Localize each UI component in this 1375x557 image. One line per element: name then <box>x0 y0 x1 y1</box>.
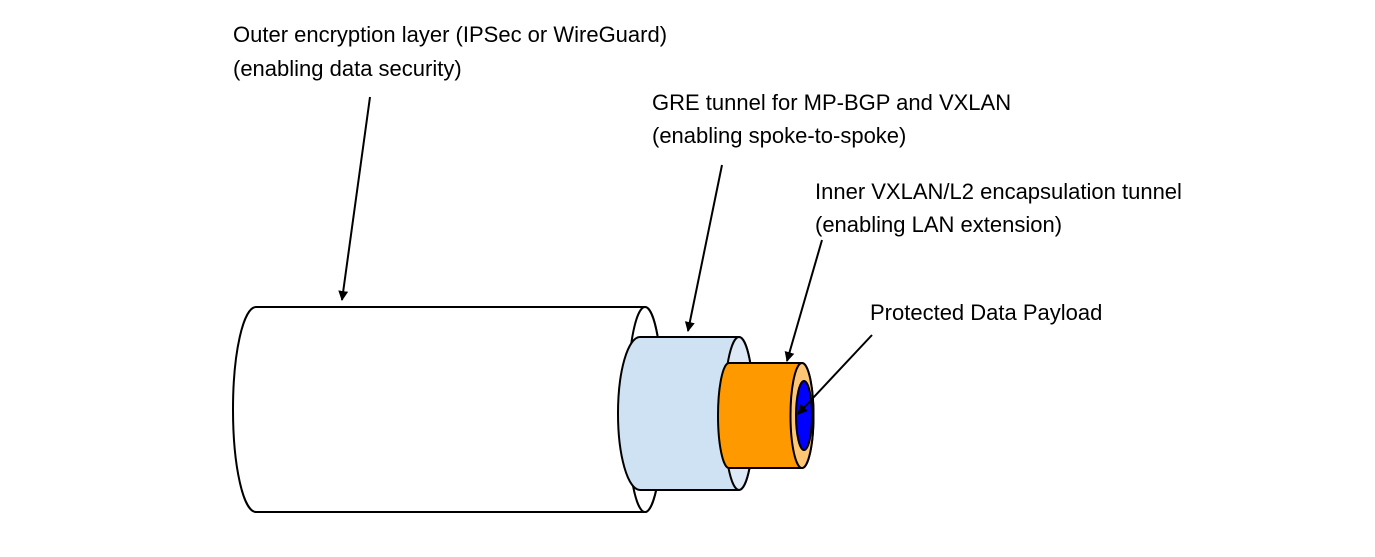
outer-encryption-cylinder <box>232 306 664 513</box>
payload-label: Protected Data Payload <box>870 300 1102 325</box>
payload-arrow <box>797 334 873 415</box>
inner-vxlan-cylinder <box>717 362 815 469</box>
inner-tunnel-label-line2: (enabling LAN extension) <box>815 212 1062 237</box>
outer-layer-label-line2: (enabling data security) <box>233 56 462 81</box>
gre-tunnel-label-line2: (enabling spoke-to-spoke) <box>652 123 906 148</box>
gre-tunnel-arrow <box>684 164 723 332</box>
gre-tunnel-label-line1: GRE tunnel for MP-BGP and VXLAN <box>652 90 1011 115</box>
inner-tunnel-label-line1: Inner VXLAN/L2 encapsulation tunnel <box>815 179 1182 204</box>
payload-core <box>795 380 813 451</box>
outer-layer-arrow <box>338 96 371 301</box>
inner-tunnel-arrow <box>784 239 823 362</box>
outer-cylinder-body <box>232 306 664 513</box>
outer-layer-label-line1: Outer encryption layer (IPSec or WireGua… <box>233 22 667 47</box>
